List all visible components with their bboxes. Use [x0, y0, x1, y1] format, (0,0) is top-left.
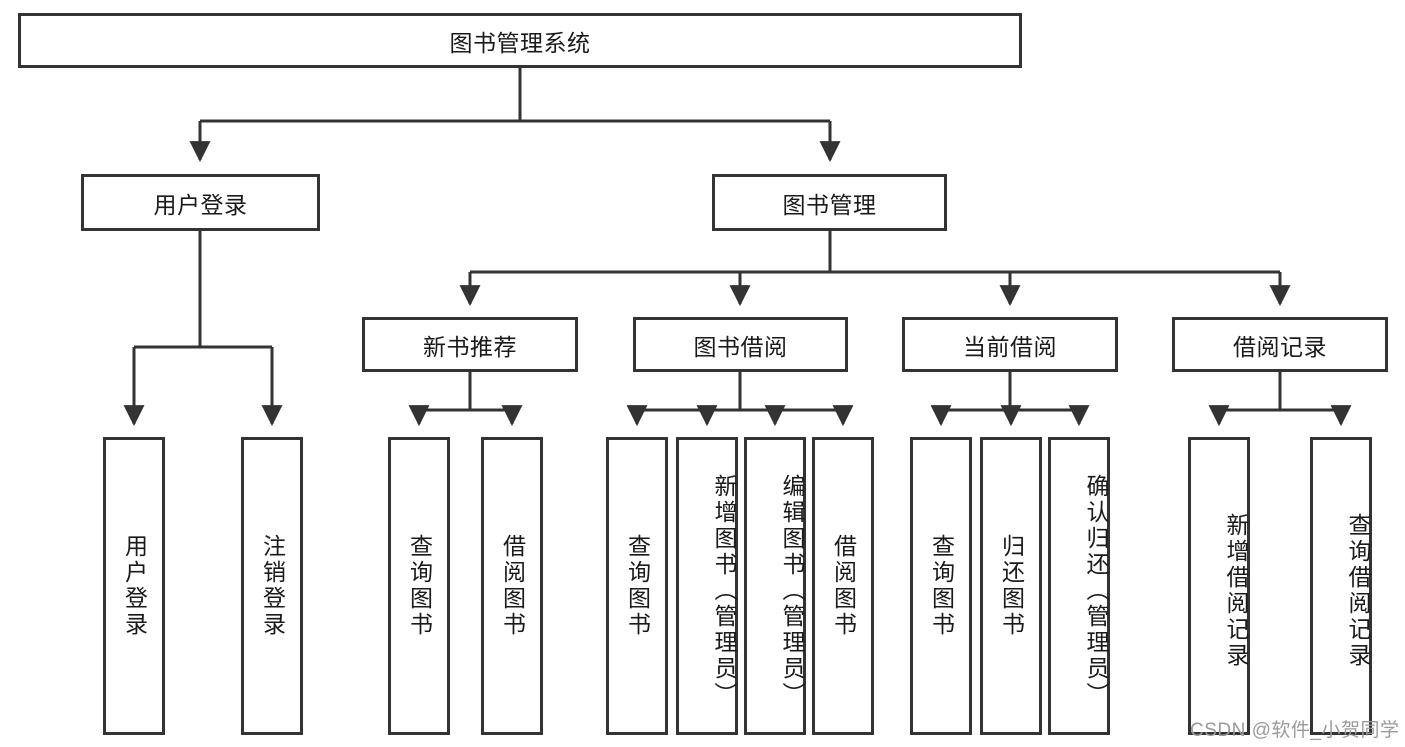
node-root[interactable]: 图书管理系统 [18, 13, 1022, 68]
node-book-management[interactable]: 图书管理 [712, 174, 947, 231]
node-borrow-record[interactable]: 借阅记录 [1172, 317, 1388, 372]
leaf-query-book-newbook[interactable]: 查询图书 [388, 437, 450, 735]
node-book-borrow[interactable]: 图书借阅 [633, 317, 848, 372]
leaf-user-login[interactable]: 用户登录 [103, 437, 165, 735]
node-current-borrow[interactable]: 当前借阅 [902, 317, 1118, 372]
leaf-add-book-admin[interactable]: 新增图书（管理员） [676, 437, 738, 735]
leaf-add-borrow-record[interactable]: 新增借阅记录 [1188, 437, 1250, 735]
leaf-query-book-current[interactable]: 查询图书 [910, 437, 972, 735]
leaf-confirm-return-admin[interactable]: 确认归还（管理员） [1048, 437, 1110, 735]
leaf-logout[interactable]: 注销登录 [241, 437, 303, 735]
leaf-return-book[interactable]: 归还图书 [980, 437, 1042, 735]
node-user-login[interactable]: 用户登录 [81, 174, 320, 231]
leaf-borrow-book[interactable]: 借阅图书 [812, 437, 874, 735]
leaf-query-borrow-record[interactable]: 查询借阅记录 [1310, 437, 1372, 735]
leaf-borrow-book-newbook[interactable]: 借阅图书 [481, 437, 543, 735]
csdn-watermark: CSDN @软件_小贺同学 [1190, 720, 1400, 741]
leaf-query-book-borrow[interactable]: 查询图书 [606, 437, 668, 735]
node-new-book-recommend[interactable]: 新书推荐 [362, 317, 578, 372]
leaf-edit-book-admin[interactable]: 编辑图书（管理员） [744, 437, 806, 735]
